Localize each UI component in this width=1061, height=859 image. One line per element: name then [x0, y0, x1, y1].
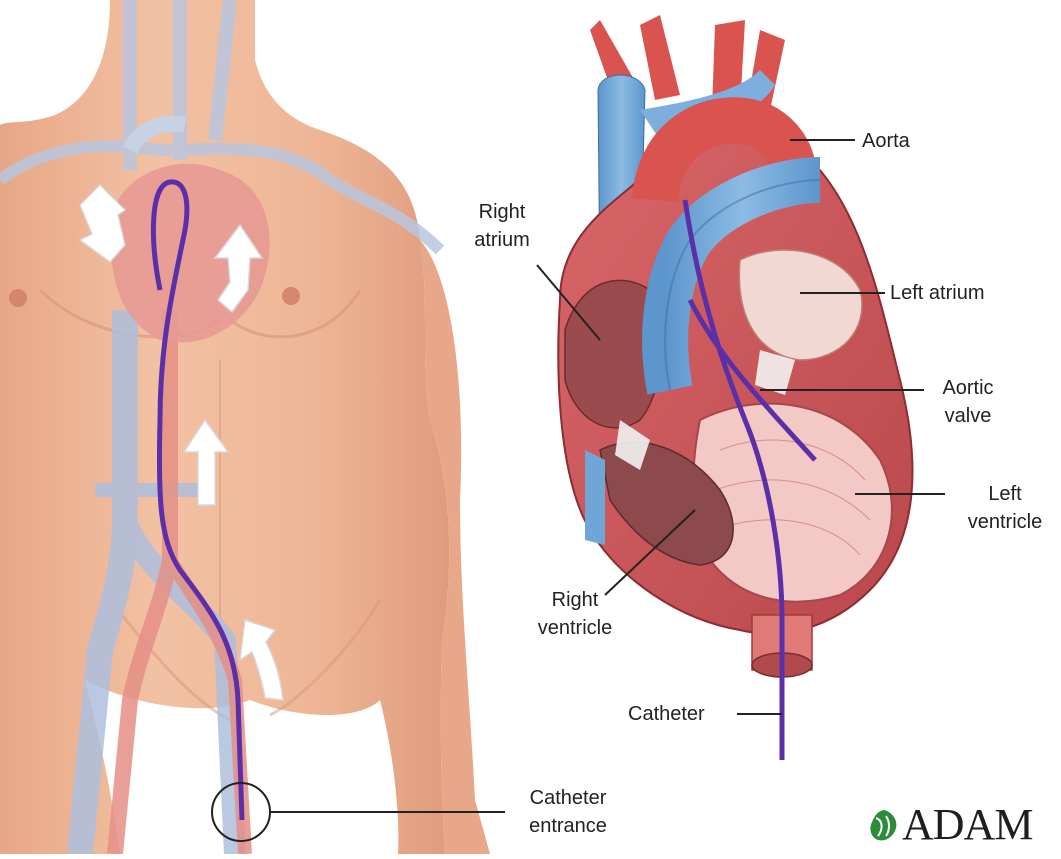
label-right-ventricle-line1: Right: [520, 586, 630, 614]
label-aortic-valve-line2: valve: [928, 402, 1008, 430]
label-aorta: Aorta: [862, 127, 910, 155]
label-left-atrium: Left atrium: [890, 279, 984, 307]
left-nipple: [9, 289, 27, 307]
label-catheter-entrance-line1: Catheter: [508, 784, 628, 812]
right-nipple: [282, 287, 300, 305]
label-left-ventricle-line2: ventricle: [950, 508, 1060, 536]
heart-cross-section: [558, 15, 912, 760]
label-catheter-entrance: Catheter entrance: [508, 784, 628, 840]
label-catheter-entrance-line2: entrance: [508, 812, 628, 840]
label-aortic-valve-line1: Aortic: [928, 374, 1008, 402]
label-right-ventricle-line2: ventricle: [520, 614, 630, 642]
leaf-icon: [866, 806, 902, 846]
label-right-atrium: Right atrium: [462, 198, 542, 254]
label-aortic-valve: Aortic valve: [928, 374, 1008, 430]
label-right-ventricle: Right ventricle: [520, 586, 630, 642]
body-figure: [0, 0, 490, 854]
label-right-atrium-line2: atrium: [462, 226, 542, 254]
label-catheter: Catheter: [628, 700, 705, 728]
logo-text: ADAM: [902, 800, 1032, 850]
label-left-ventricle-line1: Left: [950, 480, 1060, 508]
label-left-ventricle: Left ventricle: [950, 480, 1060, 536]
label-right-atrium-line1: Right: [462, 198, 542, 226]
adam-logo: ADAM: [866, 800, 1061, 850]
